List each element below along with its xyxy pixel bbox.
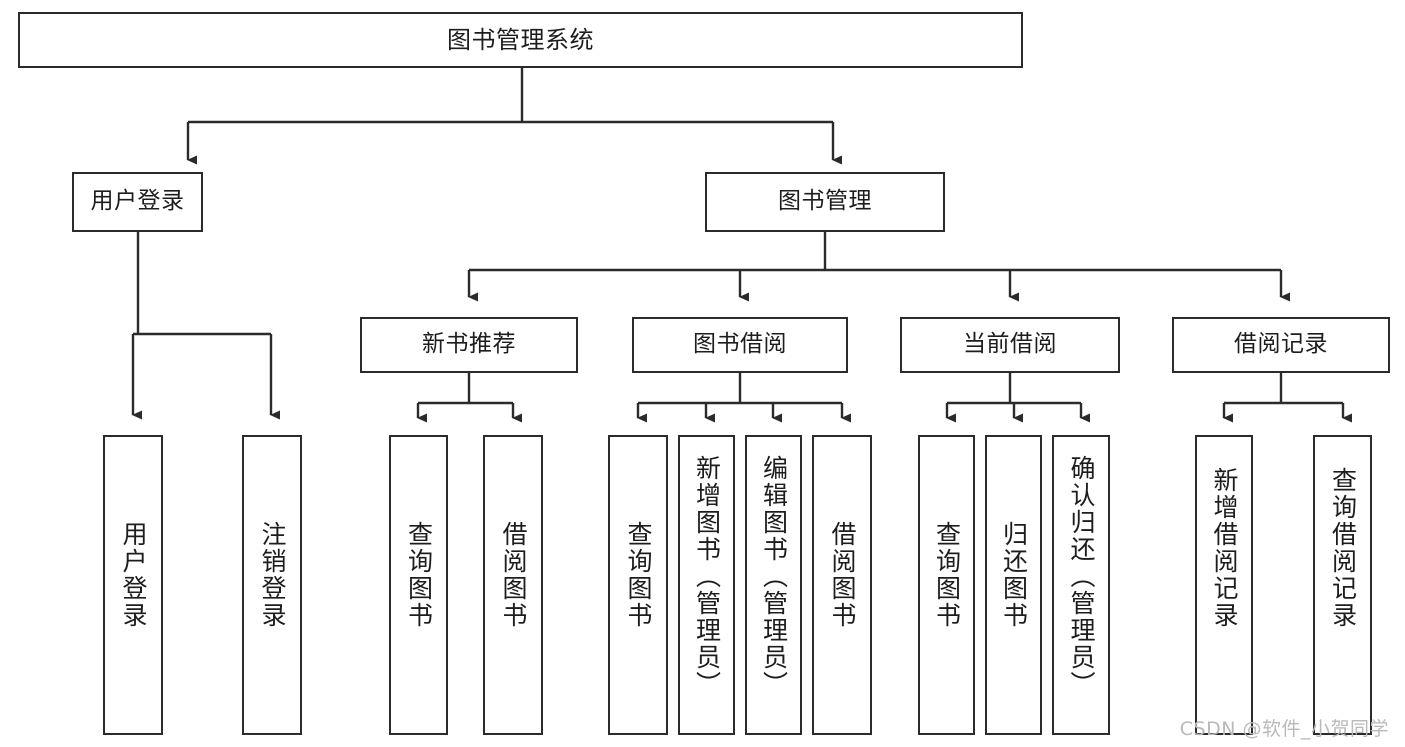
node-book-borrow-label: 图书借阅 <box>693 331 787 358</box>
leaf-label: 新增借阅记录 <box>1210 467 1239 629</box>
node-root-label: 图书管理系统 <box>447 25 594 54</box>
node-current-borrow-label: 当前借阅 <box>963 331 1057 358</box>
leaf-label: 新增图书（管理员） <box>692 455 722 698</box>
leaf-label: 查询图书 <box>404 521 434 629</box>
leaf-book-borrow-1[interactable]: 新增图书（管理员） <box>678 435 735 735</box>
node-borrow-record-label: 借阅记录 <box>1234 331 1328 358</box>
leaf-label: 编辑图书（管理员） <box>759 455 789 698</box>
node-user-login-label: 用户登录 <box>90 188 185 215</box>
leaf-new-book-recommend-0[interactable]: 查询图书 <box>389 435 448 735</box>
leaf-label: 查询图书 <box>624 521 653 629</box>
leaf-user-login-0[interactable]: 用户登录 <box>103 435 163 735</box>
leaf-user-login-1[interactable]: 注销登录 <box>242 435 302 735</box>
node-root[interactable]: 图书管理系统 <box>18 12 1023 68</box>
leaf-label: 查询图书 <box>932 521 962 629</box>
leaf-book-borrow-3[interactable]: 借阅图书 <box>812 435 872 735</box>
leaf-current-borrow-1[interactable]: 归还图书 <box>985 435 1042 735</box>
leaf-new-book-recommend-1[interactable]: 借阅图书 <box>483 435 543 735</box>
leaf-current-borrow-0[interactable]: 查询图书 <box>918 435 975 735</box>
leaf-borrow-record-1[interactable]: 查询借阅记录 <box>1313 435 1372 735</box>
leaf-label: 确认归还（管理员） <box>1067 455 1096 698</box>
leaf-label: 归还图书 <box>999 521 1029 629</box>
node-user-login[interactable]: 用户登录 <box>72 172 203 232</box>
node-book-manage[interactable]: 图书管理 <box>705 172 945 232</box>
leaf-label: 借阅图书 <box>828 521 857 629</box>
leaf-book-borrow-0[interactable]: 查询图书 <box>608 435 668 735</box>
node-new-book-recommend-label: 新书推荐 <box>422 331 516 358</box>
leaf-label: 用户登录 <box>119 521 148 629</box>
leaf-label: 注销登录 <box>258 521 287 629</box>
leaf-borrow-record-0[interactable]: 新增借阅记录 <box>1195 435 1253 735</box>
leaf-label: 借阅图书 <box>499 521 528 629</box>
node-borrow-record[interactable]: 借阅记录 <box>1172 317 1390 373</box>
leaf-book-borrow-2[interactable]: 编辑图书（管理员） <box>745 435 802 735</box>
watermark-text: CSDN @软件_小贺同学 <box>1179 718 1389 740</box>
leaf-current-borrow-2[interactable]: 确认归还（管理员） <box>1052 435 1110 735</box>
node-book-manage-label: 图书管理 <box>778 188 872 215</box>
node-book-borrow[interactable]: 图书借阅 <box>632 317 848 373</box>
node-current-borrow[interactable]: 当前借阅 <box>900 317 1120 373</box>
node-new-book-recommend[interactable]: 新书推荐 <box>360 317 578 373</box>
leaf-label: 查询借阅记录 <box>1328 467 1358 629</box>
